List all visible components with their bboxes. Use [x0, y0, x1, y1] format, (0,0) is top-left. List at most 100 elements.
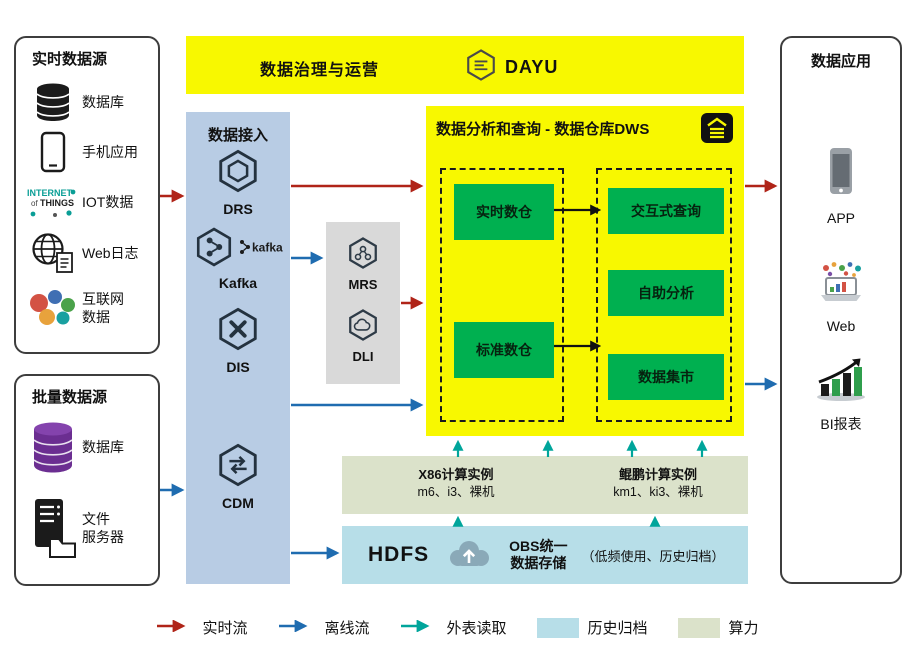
app-item-label: Web [826, 318, 856, 334]
app-phone-icon [826, 146, 856, 203]
app-item-label: APP [826, 210, 855, 226]
app-item-label: BI报表 [820, 416, 862, 432]
middleware-item-label: MRS [348, 277, 378, 292]
legend-realtime-flow: 实时流 [155, 617, 247, 638]
standard-warehouse-label: 标准数仓 [476, 342, 532, 358]
realtime-sources-panel: 实时数据源 数据库 手机应用 [14, 36, 160, 354]
warehouse-icon [700, 112, 734, 149]
source-item-internet-data: 互联网 数据 [24, 282, 160, 334]
archive-swatch [536, 617, 579, 638]
realtime-warehouse-box: 实时数仓 [454, 184, 554, 240]
obs-cloud-icon [443, 536, 495, 575]
app-item-bi: BI报表 [782, 354, 900, 434]
database-icon [24, 81, 82, 123]
mrs-icon [346, 236, 380, 275]
app-item-web: Web [782, 260, 900, 334]
bi-report-icon [814, 354, 868, 407]
ingestion-item-label: DIS [226, 359, 250, 375]
legend-history-archive: 历史归档 [536, 617, 648, 638]
source-item-weblog: Web日志 [24, 228, 160, 278]
ingestion-title: 数据接入 [207, 127, 268, 144]
obs-storage-note: （低频使用、历史归档） [581, 548, 725, 564]
source-item-mobile-app: 手机应用 [24, 128, 160, 176]
legend-label: 算力 [728, 620, 759, 637]
services-group: 交互式查询 自助分析 数据集市 [596, 168, 732, 422]
data-mart-label: 数据集市 [638, 369, 694, 385]
legend: 实时流 离线流 外表读取 历史归档 算力 [0, 617, 914, 638]
compute-bar: X86计算实例 m6、i3、裸机 鲲鹏计算实例 km1、ki3、裸机 [342, 456, 748, 514]
dis-icon [215, 306, 261, 357]
source-item-database: 数据库 [24, 78, 160, 126]
kafka-hexagon-icon [193, 226, 235, 273]
iot-wordcloud-icon: INTERNET of THINGS [24, 184, 82, 220]
cdm-icon [215, 442, 261, 493]
self-service-analysis-box: 自助分析 [608, 270, 724, 316]
compute-swatch [677, 617, 720, 638]
web-analytics-icon [815, 260, 867, 311]
legend-label: 外表读取 [446, 620, 507, 637]
self-service-analysis-label: 自助分析 [638, 285, 694, 301]
ingestion-item-cdm: CDM [186, 442, 290, 511]
source-item-iot: INTERNET of THINGS IOT数据 [24, 178, 160, 226]
app-item-app: APP [782, 146, 900, 226]
svg-text:INTERNET: INTERNET [27, 188, 73, 198]
legend-compute-power: 算力 [677, 617, 759, 638]
source-item-label: 数据库 [82, 93, 124, 110]
svg-text:THINGS: THINGS [40, 198, 74, 208]
dayu-logo-text: DAYU [505, 57, 559, 77]
interactive-query-label: 交互式查询 [631, 203, 701, 219]
svg-text:kafka: kafka [252, 241, 283, 255]
phone-icon [24, 131, 82, 173]
kafka-wordmark: kafka [237, 237, 283, 262]
middleware-item-mrs: MRS [326, 236, 400, 292]
internet-data-icon [24, 287, 82, 329]
middleware-box: MRS DLI [326, 222, 400, 384]
realtime-sources-title: 实时数据源 [32, 51, 108, 68]
web-log-icon [24, 231, 82, 275]
source-item-label: IOT数据 [82, 193, 134, 210]
realtime-warehouse-label: 实时数仓 [476, 204, 532, 220]
hdfs-label: HDFS [368, 543, 430, 566]
svg-text:of: of [31, 199, 38, 208]
dayu-hexagon-icon [464, 48, 498, 87]
dws-title: 数据分析和查询 - 数据仓库DWS [436, 121, 650, 138]
source-item-label: 手机应用 [82, 143, 138, 160]
kunpeng-compute-detail: km1、ki3、裸机 [613, 485, 703, 500]
ingestion-item-label: DRS [223, 201, 253, 217]
ingestion-item-label: Kafka [218, 275, 258, 291]
middleware-item-label: DLI [352, 349, 374, 364]
legend-label: 历史归档 [587, 620, 648, 637]
applications-title: 数据应用 [810, 53, 871, 70]
realtime-flow-arrow-icon [155, 619, 193, 636]
x86-compute-title: X86计算实例 [418, 467, 494, 482]
source-item-file-server: 文件 服务器 [24, 492, 160, 564]
source-item-label: 数据库 [82, 438, 124, 455]
file-server-icon [24, 497, 82, 559]
ingestion-item-kafka: kafka Kafka [186, 226, 290, 291]
standard-warehouse-box: 标准数仓 [454, 322, 554, 378]
source-item-label: Web日志 [82, 244, 139, 261]
interactive-query-box: 交互式查询 [608, 188, 724, 234]
dli-icon [346, 308, 380, 347]
source-item-label: 文件 服务器 [82, 510, 124, 545]
batch-sources-panel: 批量数据源 数据库 文件 服务器 [14, 374, 160, 586]
governance-bar: 数据治理与运营 DAYU [186, 36, 744, 94]
legend-external-read: 外表读取 [399, 617, 507, 638]
x86-compute-detail: m6、i3、裸机 [417, 485, 495, 500]
dayu-logo: DAYU [464, 48, 558, 87]
offline-flow-arrow-icon [277, 619, 315, 636]
drs-icon [215, 148, 261, 199]
kunpeng-compute-title: 鲲鹏计算实例 [618, 467, 697, 482]
legend-offline-flow: 离线流 [277, 617, 369, 638]
storage-bar: HDFS OBS统一 数据存储 （低频使用、历史归档） [342, 526, 748, 584]
external-read-arrow-icon [399, 619, 437, 636]
dws-panel: 数据分析和查询 - 数据仓库DWS 实时数仓 标准数仓 交互式查询 自助分析 [426, 106, 744, 436]
ingestion-item-label: CDM [222, 495, 254, 511]
purple-database-icon [24, 419, 82, 475]
ingestion-item-dis: DIS [186, 306, 290, 375]
legend-label: 离线流 [324, 620, 370, 637]
batch-sources-title: 批量数据源 [32, 389, 108, 406]
middleware-item-dli: DLI [326, 308, 400, 364]
kafka-icon-row: kafka [193, 226, 283, 273]
